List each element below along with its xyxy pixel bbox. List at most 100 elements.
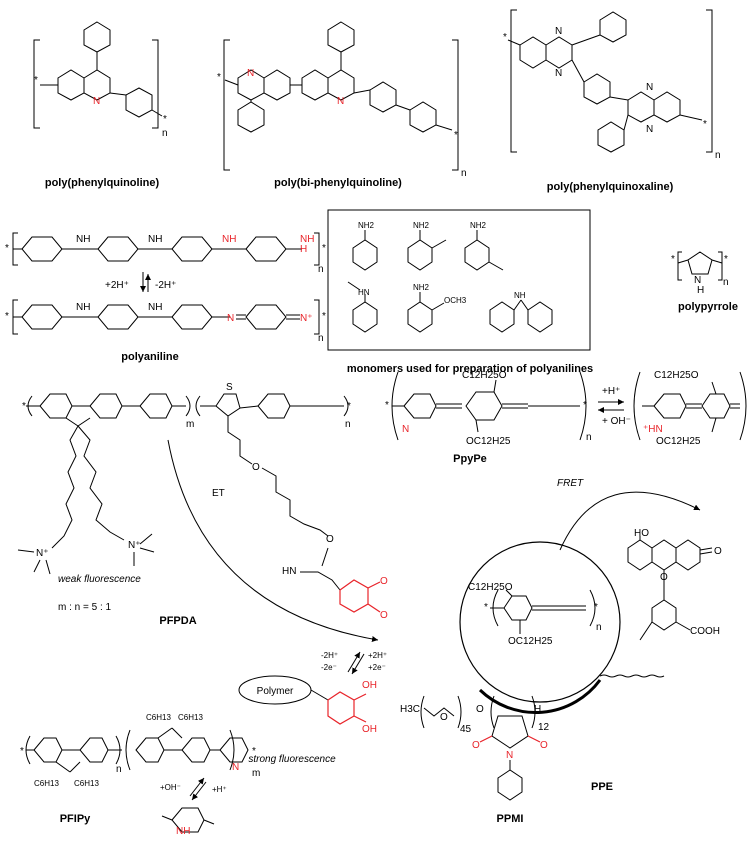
label-poly-phenylquinoline: poly(phenylquinoline) — [45, 177, 160, 189]
atom-oh-red: OH — [362, 680, 377, 691]
num-12: 12 — [538, 722, 550, 733]
atom-nplus: N⁺ — [128, 540, 141, 551]
pfipy-structure: * n C6H13 C6H13 C6H13 C6H13 N * m +OH⁻ +… — [20, 713, 260, 837]
ppe-structure: * * n C12H25O OC12H25 — [468, 582, 602, 647]
atom-hn: HN — [282, 566, 296, 577]
equilibrium-label: + OH⁻ — [602, 416, 631, 427]
atom-oh-red: OH — [362, 724, 377, 735]
equilibrium-label: -2H⁺ — [155, 280, 176, 291]
label-poly-phenylquinoxaline: poly(phenylquinoxaline) — [547, 181, 674, 193]
poly-phenylquinoline-structure: N * * n — [33, 21, 168, 139]
ppype-protonated-structure: ⁺HN C12H25O OC12H25 — [633, 370, 747, 447]
equilibrium-label: +OH⁻ — [160, 783, 181, 792]
subscript-n: n — [723, 277, 729, 288]
label-ppe: PPE — [591, 781, 613, 793]
wavy-linker — [599, 674, 665, 678]
equilibrium-label: +2H⁺ — [368, 651, 387, 660]
subscript-n: n — [318, 264, 324, 275]
star-end: * — [347, 401, 351, 412]
subscript-n: n — [596, 622, 602, 633]
atom-n-red: N — [402, 424, 409, 435]
fluorescein-structure: HO O O COOH — [627, 528, 722, 641]
monomers-box: NH2 NH2 NH2 HN NH2 OCH3 NH — [327, 209, 591, 351]
atom-oc12h25: OC12H25 — [656, 436, 701, 447]
star-end: * — [20, 746, 24, 757]
star-end: * — [703, 119, 707, 130]
star-end: * — [671, 254, 675, 265]
atom-nh: NH — [76, 234, 90, 245]
atom-o: O — [252, 462, 260, 473]
label-monomers: monomers used for preparation of polyani… — [347, 363, 593, 375]
polypyrrole-structure: N H * * n — [671, 251, 729, 296]
star-end: * — [217, 72, 221, 83]
annotation-weak-fluorescence: weak fluorescence — [58, 574, 141, 585]
subscript-m: m — [252, 768, 260, 779]
et-arrow — [167, 439, 379, 642]
atom-c12h25o: C12H25O — [468, 582, 513, 593]
label-polypyrrole: polypyrrole — [678, 301, 738, 313]
subscript-n: n — [461, 168, 467, 179]
atom-h-red: H — [300, 244, 307, 255]
star-end: * — [5, 311, 9, 322]
atom-c6h13: C6H13 — [74, 779, 99, 788]
subscript-n: n — [116, 764, 122, 775]
atom-n: N — [646, 82, 653, 93]
atom-n: N — [555, 68, 562, 79]
ppe-nanoparticle — [459, 541, 621, 703]
label-ppmi: PPMI — [497, 813, 524, 825]
polyaniline-structure: * * n NH NH NH NH H +2H⁺ -2H⁺ * * n NH — [5, 232, 326, 344]
annotation-ratio: m : n = 5 : 1 — [58, 602, 112, 613]
atom-nh: NH — [148, 302, 162, 313]
label-ppype: PpyPe — [453, 453, 487, 465]
atom-o: O — [326, 534, 334, 545]
equilibrium-label: +2H⁺ — [105, 280, 129, 291]
star-end: * — [594, 602, 598, 613]
atom-n: N — [555, 26, 562, 37]
atom-o-red: O — [380, 576, 388, 587]
atom-nh-red: NH — [222, 234, 236, 245]
star-end: * — [322, 311, 326, 322]
equilibrium-label: -2H⁺ — [321, 651, 338, 660]
atom-h3c: H3C — [400, 704, 420, 715]
equilibrium-label: +2e⁻ — [368, 663, 386, 672]
atom-nh-red: NH — [300, 234, 314, 245]
atom-cooh: COOH — [690, 626, 720, 637]
subscript-n: n — [586, 432, 592, 443]
atom-o-red: O — [540, 740, 548, 751]
label-poly-biphenylquinoline: poly(bi-phenylquinoline) — [274, 177, 402, 189]
fret-arrow — [559, 491, 701, 551]
atom-nh-red: NH — [176, 826, 190, 837]
subscript-m: m — [186, 419, 194, 430]
atom-s: S — [226, 382, 233, 393]
atom-n-red: N — [232, 762, 239, 773]
atom-o: O — [440, 712, 448, 723]
atom-c6h13: C6H13 — [178, 713, 203, 722]
star-end: * — [385, 400, 389, 411]
star-end: * — [252, 746, 256, 757]
equilibrium-label: +H⁺ — [212, 785, 227, 794]
equilibrium-label: +H⁺ — [602, 386, 620, 397]
label-pfipy: PFIPy — [60, 813, 91, 825]
annotation-et: ET — [212, 488, 225, 499]
atom-n: N — [337, 96, 344, 107]
equilibrium-label: -2e⁻ — [321, 663, 337, 672]
atom-oc12h25: OC12H25 — [466, 436, 511, 447]
atom-nh2: NH2 — [358, 221, 375, 230]
label-pfpda: PFPDA — [159, 615, 196, 627]
atom-n-red: N — [227, 313, 234, 324]
ppmi-structure: H3C O 45 O H 12 O O N — [400, 695, 550, 801]
star-end: * — [34, 75, 38, 86]
label-polyaniline: polyaniline — [121, 351, 178, 363]
star-end: * — [22, 401, 26, 412]
pfpda-structure: * m N⁺ N⁺ S * n O O — [17, 382, 388, 621]
atom-och3: OCH3 — [444, 296, 467, 305]
atom-ho: HO — [634, 528, 649, 539]
atom-c12h25o: C12H25O — [462, 370, 507, 381]
catechol-polymer: Polymer OH OH — [238, 675, 377, 735]
atom-c6h13: C6H13 — [146, 713, 171, 722]
atom-h: H — [534, 704, 541, 715]
star-end: * — [163, 114, 167, 125]
atom-n: N — [694, 275, 701, 286]
subscript-n: n — [345, 419, 351, 430]
